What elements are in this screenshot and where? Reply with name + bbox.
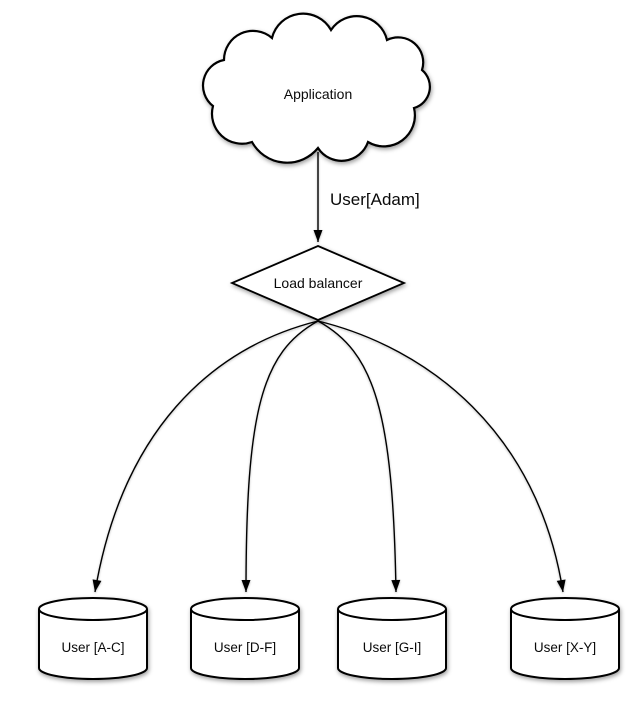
node-shard-a-c: User [A-C]	[38, 597, 148, 680]
shard-g-i-label: User [G-I]	[363, 640, 422, 655]
database-cylinder-icon	[510, 609, 620, 680]
cylinder-top-ellipse	[510, 597, 620, 621]
node-shard-x-y: User [X-Y]	[510, 597, 620, 680]
cylinder-top-ellipse	[190, 597, 300, 621]
load-balancer-label: Load balancer	[274, 275, 363, 291]
edge-lb-to-shard-d-f	[241, 320, 319, 593]
diamond-icon	[229, 245, 407, 321]
node-application: Application	[201, 12, 431, 164]
application-label: Application	[284, 86, 353, 102]
database-cylinder-icon	[337, 609, 447, 680]
edge-lb-to-shard-a-c	[92, 320, 319, 593]
shard-d-f-label: User [D-F]	[214, 640, 276, 655]
node-shard-g-i: User [G-I]	[337, 597, 447, 680]
cylinder-top-ellipse	[337, 597, 447, 621]
database-cylinder-icon	[190, 609, 300, 680]
edge-label-user-adam: User[Adam]	[330, 190, 420, 209]
shard-x-y-label: User [X-Y]	[534, 640, 596, 655]
cloud-icon	[201, 12, 431, 164]
edge-lb-to-shard-x-y	[317, 320, 566, 593]
edge-lb-to-shard-g-i	[317, 320, 401, 593]
shard-a-c-label: User [A-C]	[61, 640, 124, 655]
node-load-balancer: Load balancer	[229, 245, 407, 321]
database-cylinder-icon	[38, 609, 148, 680]
cylinder-top-ellipse	[38, 597, 148, 621]
node-shard-d-f: User [D-F]	[190, 597, 300, 680]
